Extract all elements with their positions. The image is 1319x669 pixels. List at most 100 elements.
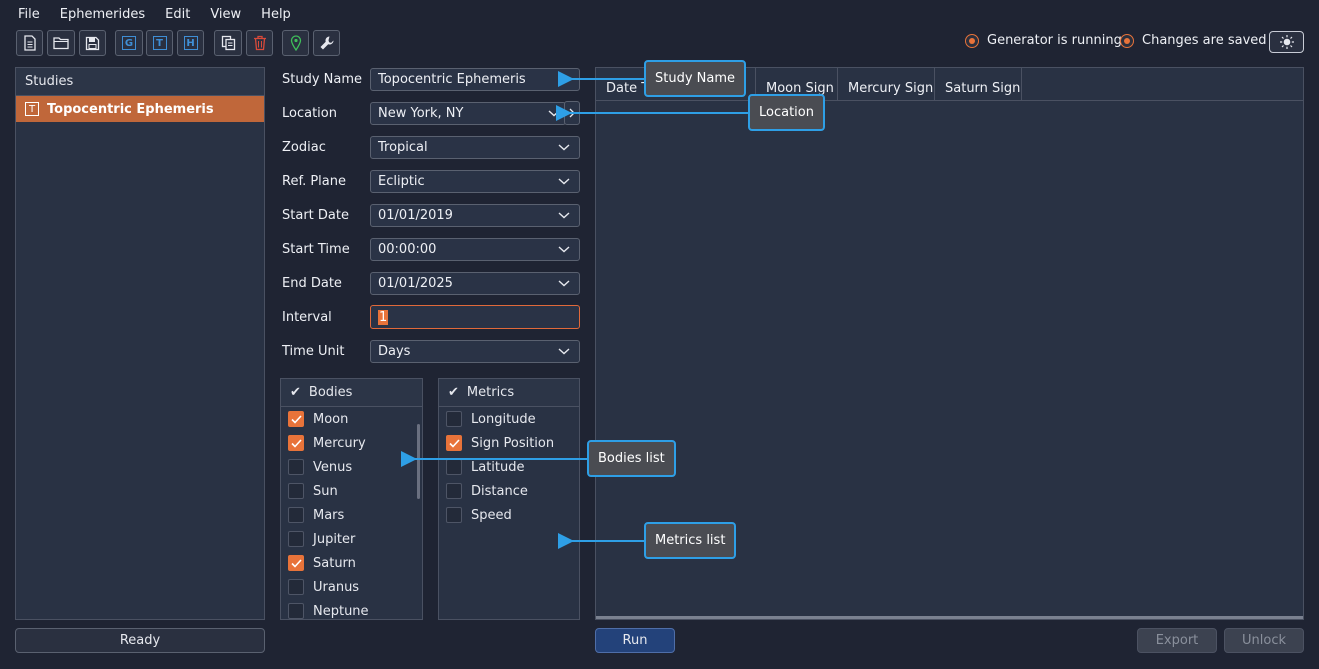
export-button[interactable]: Export	[1137, 628, 1217, 653]
save-status-text: Changes are saved	[1142, 33, 1267, 48]
generator-status: Generator is running	[965, 33, 1122, 48]
studies-panel: Studies T Topocentric Ephemeris	[15, 67, 265, 620]
results-column-headers: Date T Moon Sign Mercury Sign Saturn Sig…	[596, 68, 1303, 101]
body-item-label: Venus	[313, 459, 353, 475]
delete-button[interactable]	[246, 30, 273, 56]
body-item[interactable]: Venus	[281, 455, 422, 479]
bodies-header-label: Bodies	[308, 385, 353, 400]
run-button[interactable]: Run	[595, 628, 675, 653]
ref-plane-label: Ref. Plane	[282, 174, 346, 189]
checkbox-checked-icon[interactable]	[288, 411, 304, 427]
new-file-button[interactable]	[16, 30, 43, 56]
menu-file[interactable]: File	[18, 6, 40, 22]
body-item[interactable]: Neptune	[281, 599, 422, 619]
metric-item[interactable]: Distance	[439, 479, 579, 503]
body-item[interactable]: Moon	[281, 407, 422, 431]
settings-button[interactable]	[313, 30, 340, 56]
start-time-picker[interactable]: 00:00:00	[370, 238, 580, 261]
letter-g-icon: G	[122, 36, 136, 50]
checkmark-icon: ✔	[290, 385, 301, 400]
copy-icon	[221, 35, 235, 51]
start-date-value: 01/01/2019	[378, 208, 453, 223]
zodiac-select[interactable]: Tropical	[370, 136, 580, 159]
body-item-label: Mars	[313, 507, 345, 523]
checkbox-icon[interactable]	[288, 579, 304, 595]
bodies-scrollbar[interactable]	[417, 424, 420, 499]
interval-input[interactable]: 1	[370, 305, 580, 329]
end-date-value: 01/01/2025	[378, 276, 453, 291]
location-select[interactable]: New York, NY	[370, 102, 566, 125]
metric-item[interactable]: Longitude	[439, 407, 579, 431]
checkbox-icon[interactable]	[446, 459, 462, 475]
study-name-value: Topocentric Ephemeris	[378, 72, 526, 87]
checkbox-icon[interactable]	[288, 483, 304, 499]
study-item[interactable]: T Topocentric Ephemeris	[16, 96, 264, 122]
location-button[interactable]	[282, 30, 309, 56]
time-unit-select[interactable]: Days	[370, 340, 580, 363]
menu-view[interactable]: View	[210, 6, 242, 22]
checkbox-icon[interactable]	[288, 459, 304, 475]
checkbox-checked-icon[interactable]	[288, 555, 304, 571]
chevron-down-icon	[558, 246, 570, 253]
checkbox-icon[interactable]	[446, 411, 462, 427]
checkmark-icon: ✔	[448, 385, 459, 400]
open-folder-button[interactable]	[47, 30, 75, 56]
start-date-label: Start Date	[282, 208, 349, 223]
body-item[interactable]: Saturn	[281, 551, 422, 575]
column-header-mercury-sign[interactable]: Mercury Sign	[838, 68, 935, 101]
folder-icon	[52, 37, 69, 50]
body-item[interactable]: Mercury	[281, 431, 422, 455]
metric-item-label: Sign Position	[471, 435, 555, 451]
heliocentric-button[interactable]: H	[177, 30, 204, 56]
chevron-down-icon	[558, 144, 570, 151]
map-pin-icon	[290, 35, 301, 51]
zodiac-label: Zodiac	[282, 140, 326, 155]
chevron-down-icon	[558, 178, 570, 185]
metric-item[interactable]: Latitude	[439, 455, 579, 479]
end-date-label: End Date	[282, 276, 342, 291]
ref-plane-select[interactable]: Ecliptic	[370, 170, 580, 193]
start-time-value: 00:00:00	[378, 242, 437, 257]
body-item[interactable]: Uranus	[281, 575, 422, 599]
menu-edit[interactable]: Edit	[165, 6, 191, 22]
checkbox-icon[interactable]	[288, 507, 304, 523]
checkbox-icon[interactable]	[446, 483, 462, 499]
ready-button[interactable]: Ready	[15, 628, 265, 653]
letter-h-icon: H	[183, 36, 198, 50]
checkbox-checked-icon[interactable]	[288, 435, 304, 451]
interval-value: 1	[378, 309, 389, 325]
body-item[interactable]: Mars	[281, 503, 422, 527]
checkbox-checked-icon[interactable]	[446, 435, 462, 451]
checkbox-icon[interactable]	[288, 531, 304, 547]
topocentric-button[interactable]: T	[146, 30, 173, 56]
menu-help[interactable]: Help	[261, 6, 291, 22]
end-date-picker[interactable]: 01/01/2025	[370, 272, 580, 295]
body-item[interactable]: Jupiter	[281, 527, 422, 551]
menu-ephemerides[interactable]: Ephemerides	[59, 6, 146, 22]
column-header-moon-sign[interactable]: Moon Sign	[756, 68, 838, 101]
results-horizontal-scrollbar[interactable]	[596, 616, 1303, 619]
study-name-input[interactable]: Topocentric Ephemeris	[370, 68, 580, 91]
theme-toggle-button[interactable]	[1269, 31, 1304, 53]
location-expand-button[interactable]	[564, 101, 580, 125]
start-date-picker[interactable]: 01/01/2019	[370, 204, 580, 227]
unlock-button[interactable]: Unlock	[1224, 628, 1304, 653]
studies-header: Studies	[16, 68, 264, 96]
checkbox-icon[interactable]	[446, 507, 462, 523]
bodies-header[interactable]: ✔ Bodies	[281, 379, 422, 407]
checkbox-icon[interactable]	[288, 603, 304, 619]
metrics-header[interactable]: ✔ Metrics	[439, 379, 579, 407]
study-name-label: Study Name	[282, 72, 363, 87]
column-header-date[interactable]: Date T	[596, 68, 756, 101]
generator-status-text: Generator is running	[987, 33, 1122, 48]
body-item-label: Saturn	[313, 555, 356, 571]
geocentric-button[interactable]: G	[115, 30, 143, 56]
duplicate-button[interactable]	[214, 30, 242, 56]
body-item-label: Sun	[313, 483, 338, 499]
body-item[interactable]: Sun	[281, 479, 422, 503]
column-header-saturn-sign[interactable]: Saturn Sign	[935, 68, 1022, 101]
save-button[interactable]	[79, 30, 106, 56]
metric-item[interactable]: Sign Position	[439, 431, 579, 455]
metric-item[interactable]: Speed	[439, 503, 579, 527]
